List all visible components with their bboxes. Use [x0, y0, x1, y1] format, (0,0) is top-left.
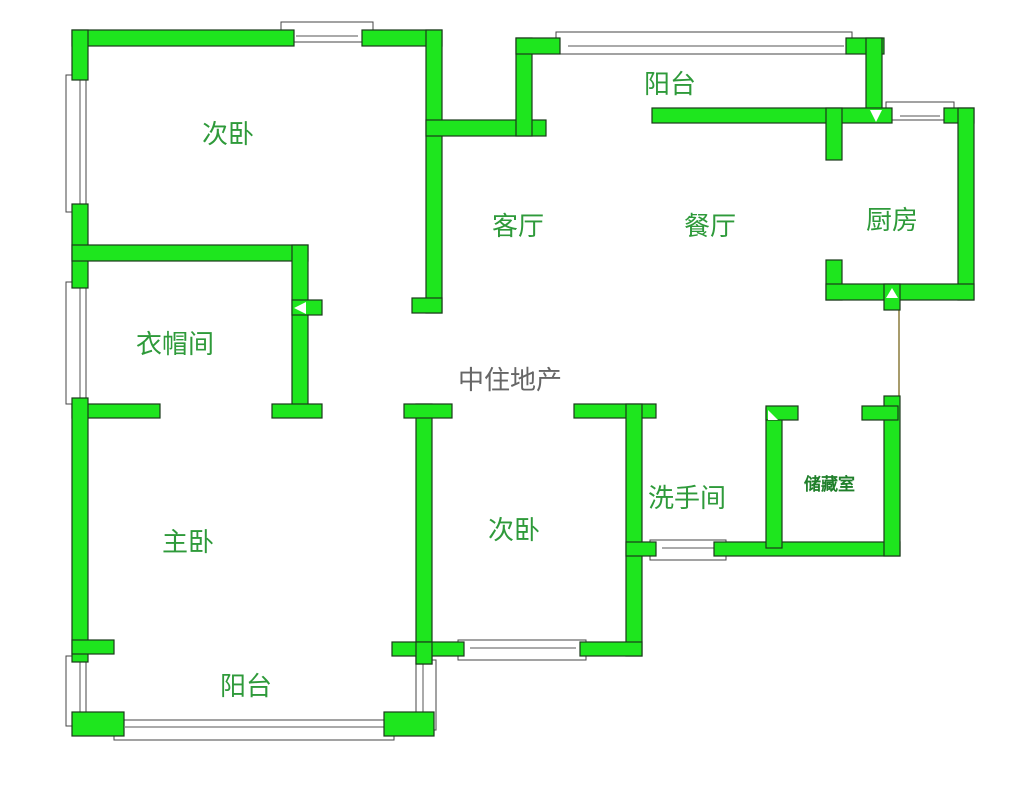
room-label-master-bedroom: 主卧 [162, 528, 215, 558]
room-label-balcony-top: 阳台 [644, 70, 697, 100]
room-label-kitchen: 厨房 [866, 206, 919, 236]
walls [71, 29, 975, 737]
room-label-storage: 储藏室 [804, 475, 855, 495]
room-label-balcony-bottom: 阳台 [220, 672, 273, 702]
brand-watermark: 中住地产 [458, 366, 563, 396]
room-label-living-room: 客厅 [492, 212, 545, 242]
room-label-bedroom2-bottom: 次卧 [488, 516, 541, 546]
room-label-cloakroom: 衣帽间 [136, 330, 215, 360]
room-label-bedroom2-top: 次卧 [202, 120, 255, 150]
room-label-washroom: 洗手间 [648, 484, 727, 514]
room-label-dining-room: 餐厅 [684, 212, 737, 242]
door-markers [294, 110, 898, 420]
